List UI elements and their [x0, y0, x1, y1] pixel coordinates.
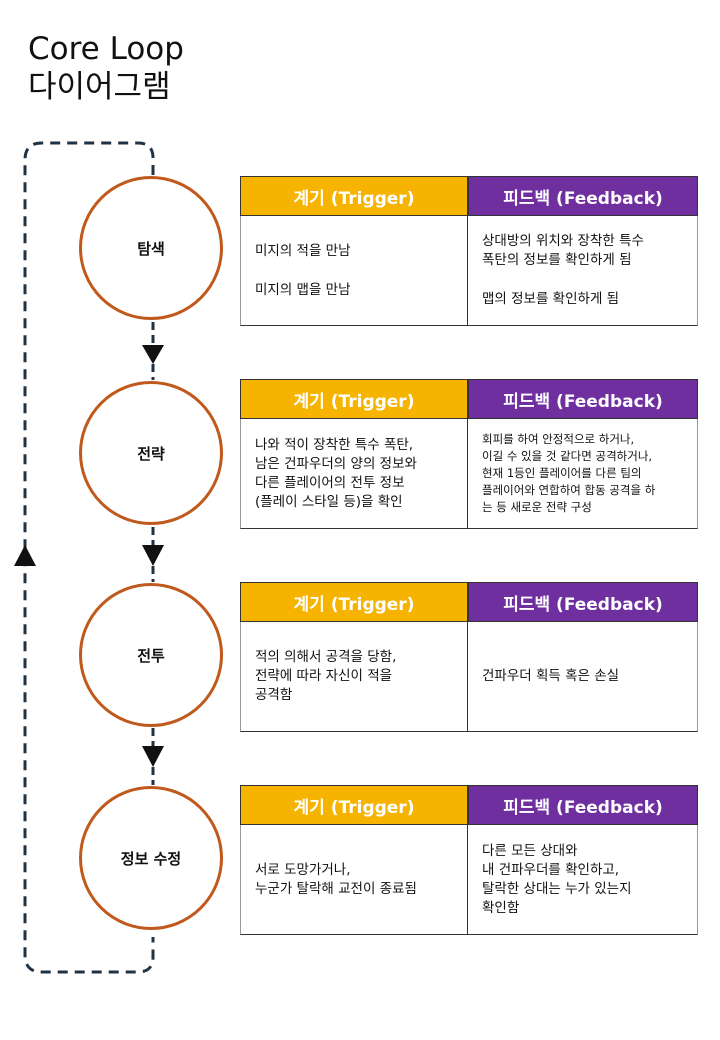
feedback-text: 맵의 정보를 확인하게 됨	[482, 291, 620, 307]
node-info-update: 정보 수정	[79, 786, 223, 930]
stage-card-combat: 계기 (Trigger) 피드백 (Feedback) 적의 의해서 공격을 당…	[240, 582, 698, 732]
feedback-text: 다른 모든 상대와 내 건파우더를 확인하고, 탈락한 상대는 누가 있는지 확…	[482, 842, 632, 916]
trigger-header: 계기 (Trigger)	[240, 785, 468, 825]
title-line-1: Core Loop	[28, 31, 184, 67]
feedback-header: 피드백 (Feedback)	[468, 176, 698, 216]
page-title: Core Loop 다이어그램	[28, 30, 184, 106]
feedback-text: 회피를 하여 안정적으로 하거나, 이길 수 있을 것 같다면 공격하거나, 현…	[482, 432, 656, 514]
trigger-text: 미지의 적을 만남	[255, 242, 351, 259]
trigger-header: 계기 (Trigger)	[240, 176, 468, 216]
down-arrow-icon-1	[142, 345, 164, 364]
feedback-cell: 상대방의 위치와 장착한 특수 폭탄의 정보를 확인하게 됨 맵의 정보를 확인…	[468, 216, 697, 325]
trigger-cell: 서로 도망가거나, 누군가 탈락해 교전이 종료됨	[241, 825, 468, 934]
trigger-text: 적의 의해서 공격을 당함, 전략에 따라 자신이 적을 공격함	[255, 649, 397, 703]
loop-return-arrow-icon	[14, 545, 36, 566]
trigger-cell: 적의 의해서 공격을 당함, 전략에 따라 자신이 적을 공격함	[241, 622, 468, 731]
feedback-header: 피드백 (Feedback)	[468, 785, 698, 825]
trigger-header: 계기 (Trigger)	[240, 582, 468, 622]
title-line-2: 다이어그램	[28, 69, 171, 105]
trigger-text: 서로 도망가거나, 누군가 탈락해 교전이 종료됨	[255, 861, 417, 897]
node-explore: 탐색	[79, 176, 223, 320]
feedback-header: 피드백 (Feedback)	[468, 379, 698, 419]
feedback-header: 피드백 (Feedback)	[468, 582, 698, 622]
stage-card-strategy: 계기 (Trigger) 피드백 (Feedback) 나와 적이 장착한 특수…	[240, 379, 698, 529]
trigger-text: 미지의 맵을 만남	[255, 281, 351, 298]
down-arrow-icon-2	[142, 545, 164, 566]
feedback-cell: 회피를 하여 안정적으로 하거나, 이길 수 있을 것 같다면 공격하거나, 현…	[468, 419, 697, 528]
feedback-text: 상대방의 위치와 장착한 특수 폭탄의 정보를 확인하게 됨	[482, 233, 644, 268]
node-strategy: 전략	[79, 381, 223, 525]
node-combat: 전투	[79, 583, 223, 727]
trigger-header: 계기 (Trigger)	[240, 379, 468, 419]
feedback-text: 건파우더 획득 혹은 손실	[482, 668, 620, 684]
down-arrow-icon-3	[142, 746, 164, 767]
trigger-cell: 나와 적이 장착한 특수 폭탄, 남은 건파우더의 양의 정보와 다른 플레이어…	[241, 419, 468, 528]
trigger-text: 나와 적이 장착한 특수 폭탄, 남은 건파우더의 양의 정보와 다른 플레이어…	[255, 436, 417, 510]
stage-card-explore: 계기 (Trigger) 피드백 (Feedback) 미지의 적을 만남 미지…	[240, 176, 698, 326]
feedback-cell: 다른 모든 상대와 내 건파우더를 확인하고, 탈락한 상대는 누가 있는지 확…	[468, 825, 697, 934]
trigger-cell: 미지의 적을 만남 미지의 맵을 만남	[241, 216, 468, 325]
stage-card-info-update: 계기 (Trigger) 피드백 (Feedback) 서로 도망가거나, 누군…	[240, 785, 698, 935]
feedback-cell: 건파우더 획득 혹은 손실	[468, 622, 697, 731]
